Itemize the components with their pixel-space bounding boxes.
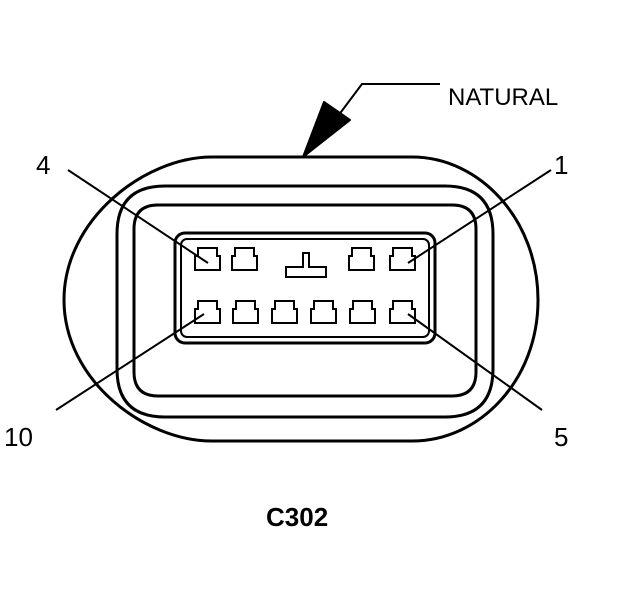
leader-line-pin-5 xyxy=(408,314,542,410)
terminal-bottom-6 xyxy=(390,301,415,323)
natural-leader-line xyxy=(338,84,440,116)
terminal-bottom-2 xyxy=(233,301,258,323)
terminal-top-4 xyxy=(390,248,415,270)
terminal-top-3 xyxy=(349,248,374,270)
terminal-top-1 xyxy=(195,248,220,270)
natural-callout-label: NATURAL xyxy=(448,84,559,111)
connector-id-label: C302 xyxy=(266,502,329,532)
terminal-group xyxy=(195,248,415,323)
pin-5-label: 5 xyxy=(554,422,569,452)
leader-line-pin-1 xyxy=(408,170,551,263)
natural-arrowhead xyxy=(303,102,350,157)
terminal-cavity-inner xyxy=(181,239,429,337)
leader-line-pin-4 xyxy=(68,170,208,263)
leader-line-pin-10 xyxy=(56,314,204,410)
terminal-bottom-4 xyxy=(311,301,336,323)
terminal-top-2 xyxy=(232,248,257,270)
pin-1-label: 1 xyxy=(554,150,569,180)
terminal-bottom-1 xyxy=(195,301,220,323)
pin-10-label: 10 xyxy=(4,422,33,452)
connector-middle-housing xyxy=(117,186,493,417)
connector-outer-housing xyxy=(64,157,538,441)
pin-4-label: 4 xyxy=(36,150,51,180)
terminal-bottom-3 xyxy=(272,301,297,323)
terminal-cavity-outer xyxy=(175,233,435,343)
center-key xyxy=(286,253,326,277)
terminal-bottom-5 xyxy=(350,301,375,323)
connector-inner-housing xyxy=(134,205,476,396)
